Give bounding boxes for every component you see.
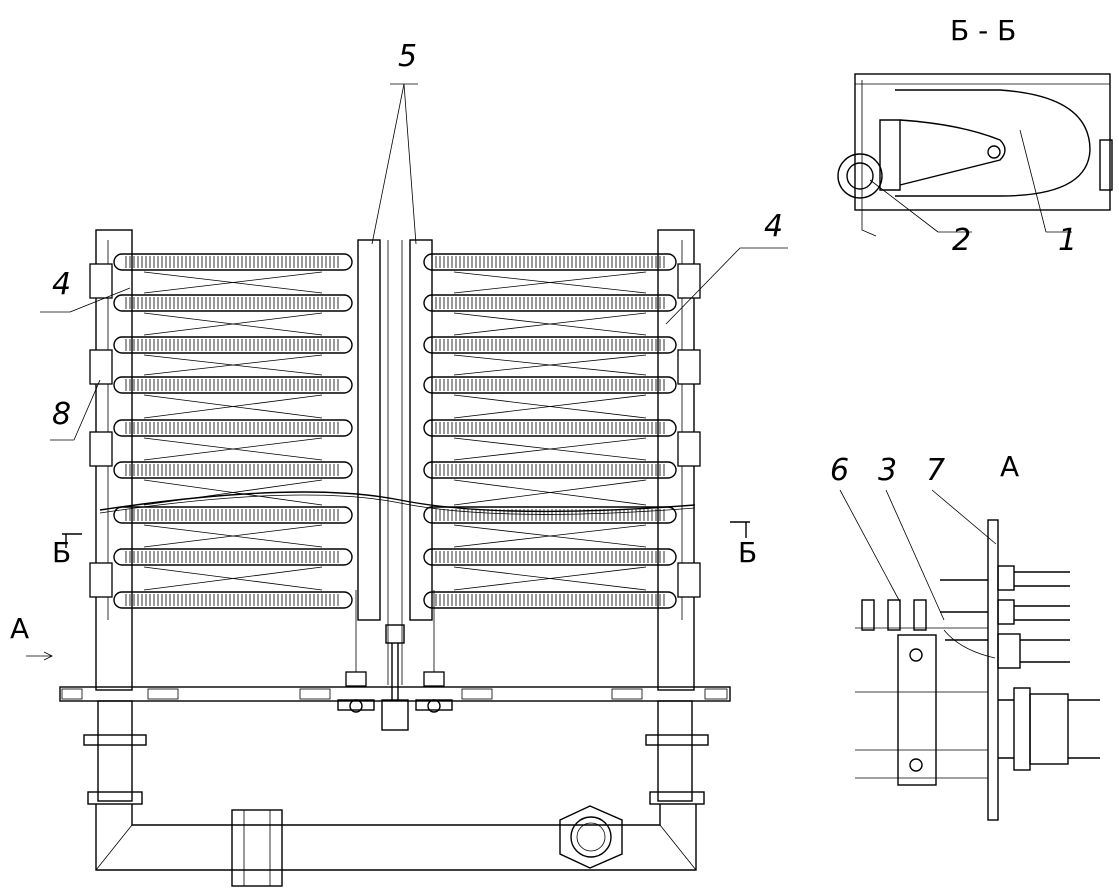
main-callouts: 5 4 4 8 — [40, 39, 788, 441]
heater-coil — [423, 461, 677, 479]
heater-coil — [113, 591, 353, 609]
coil-windings — [435, 422, 665, 434]
coil-support — [453, 566, 647, 591]
section-title: Б - Б — [950, 14, 1016, 47]
coil-support — [143, 312, 323, 336]
section-mark-right: Б — [738, 536, 757, 569]
section-mark-left: Б — [52, 536, 71, 569]
coil-windings — [435, 551, 665, 563]
coil-support — [453, 524, 647, 548]
heater-coil — [423, 294, 677, 312]
heater-coil — [113, 336, 353, 354]
coil-windings — [125, 339, 339, 351]
callout-4-left: 4 — [52, 267, 71, 302]
heater-coil — [423, 506, 677, 524]
coil-support — [143, 566, 323, 591]
heater-coil — [423, 253, 677, 271]
detail-view-a: А 6 3 7 — [830, 450, 1100, 821]
coil-windings — [435, 256, 665, 268]
heater-coil — [423, 376, 677, 394]
section-view-bb: Б - Б 2 1 — [837, 14, 1113, 258]
callout-3: 3 — [878, 453, 897, 488]
coil-windings — [125, 379, 339, 391]
callout-4-right: 4 — [764, 209, 783, 244]
coil-support — [143, 354, 323, 376]
center-plate-right — [409, 239, 433, 621]
callout-6: 6 — [830, 453, 849, 488]
coil-support — [143, 271, 323, 294]
coil-windings — [435, 339, 665, 351]
heater-coil — [113, 548, 353, 566]
coil-support — [453, 394, 647, 419]
heater-coil — [113, 376, 353, 394]
callout-7: 7 — [926, 453, 945, 488]
heater-elements — [113, 253, 677, 609]
coil-windings — [435, 594, 665, 606]
callout-1: 1 — [1058, 223, 1077, 258]
break-line — [99, 491, 696, 513]
heater-coil — [423, 336, 677, 354]
coil-windings — [125, 256, 339, 268]
heater-coil — [113, 253, 353, 271]
coil-windings — [125, 422, 339, 434]
coil-windings — [125, 551, 339, 563]
coil-windings — [125, 509, 339, 521]
callout-8: 8 — [52, 397, 71, 432]
mounting-plate — [59, 686, 731, 702]
coil-windings — [125, 297, 339, 309]
coil-support — [143, 394, 323, 419]
center-plate-left — [357, 239, 381, 621]
coil-support — [143, 437, 323, 461]
coil-support — [453, 312, 647, 336]
heater-coil — [113, 294, 353, 312]
callout-5: 5 — [398, 39, 417, 74]
coil-support — [453, 479, 647, 506]
coil-support — [143, 524, 323, 548]
coil-windings — [435, 379, 665, 391]
coil-windings — [125, 464, 339, 476]
coil-support — [453, 437, 647, 461]
coil-support — [453, 271, 647, 294]
coil-windings — [435, 297, 665, 309]
heater-coil — [113, 419, 353, 437]
heater-coil — [423, 419, 677, 437]
callout-2: 2 — [952, 223, 971, 258]
coil-support — [453, 354, 647, 376]
view-arrow-label: А — [10, 612, 29, 645]
heater-coil — [113, 461, 353, 479]
coil-windings — [125, 594, 339, 606]
coil-windings — [435, 509, 665, 521]
post-brackets — [89, 263, 701, 598]
view-label: А — [1000, 450, 1019, 483]
heater-coil — [113, 506, 353, 524]
lower-piping — [83, 700, 709, 887]
section-marks: Б Б А — [10, 521, 757, 661]
heater-coil — [423, 548, 677, 566]
heater-coil — [423, 591, 677, 609]
main-assembly-view — [59, 229, 731, 887]
center-terminal — [337, 590, 453, 731]
coil-windings — [435, 464, 665, 476]
